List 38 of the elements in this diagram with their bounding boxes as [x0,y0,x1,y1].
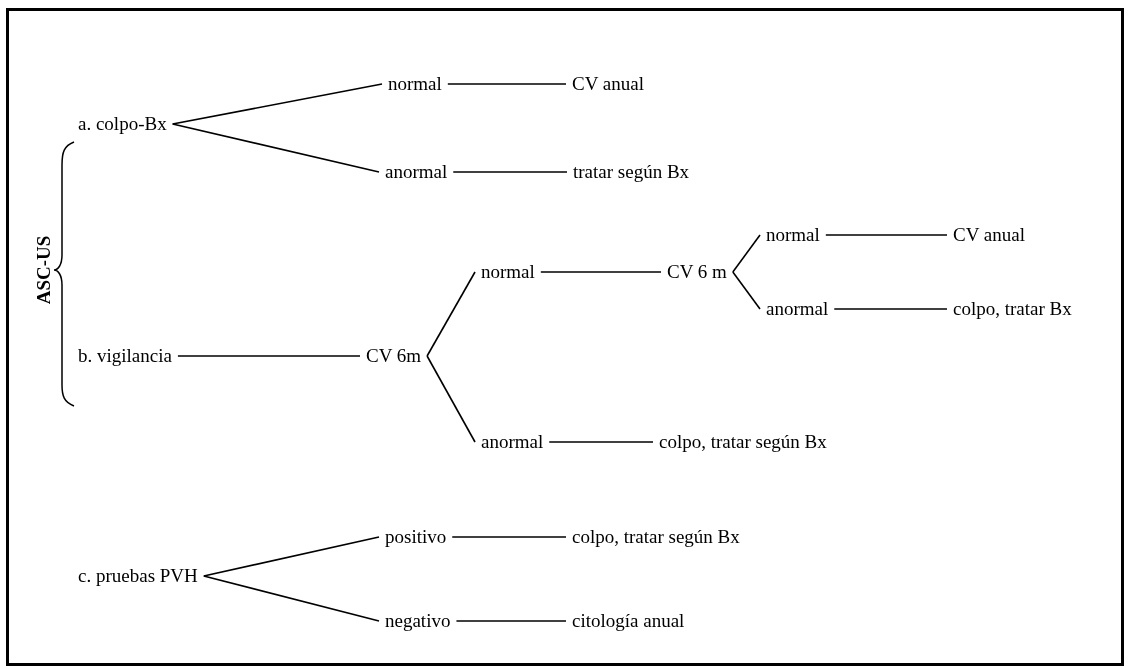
tree-label: a. colpo-Bx [72,112,173,136]
connector-line [203,536,380,577]
connector-line [732,271,761,310]
connector-line [171,83,383,125]
connector-line [426,355,476,443]
connector-line [447,83,567,85]
tree-label: colpo, tratar Bx [947,297,1078,321]
connector-line [548,441,654,443]
tree-label: normal [475,260,541,284]
tree-label: positivo [379,525,453,549]
connector-line [426,271,476,357]
connector-line [455,620,567,622]
connector-line [540,271,662,273]
connector-line [732,234,761,273]
tree-label: anormal [760,297,835,321]
tree-label: CV 6 m [661,260,733,284]
connector-line [452,171,568,173]
tree-label: negativo [379,609,457,633]
tree-label: normal [382,72,448,96]
tree-label: c. pruebas PVH [72,564,204,588]
connector-line [825,234,948,236]
category-label: ASC-US [32,235,55,305]
connector-line [203,575,380,622]
tree-label: colpo, tratar según Bx [653,430,833,454]
tree-label: CV anual [947,223,1031,247]
tree-label: anormal [475,430,550,454]
tree-label: tratar según Bx [567,160,696,184]
tree-label: normal [760,223,826,247]
tree-label: CV anual [566,72,650,96]
connector-line [833,308,948,310]
tree-label: anormal [379,160,454,184]
connector-line [451,536,567,538]
tree-label: citología anual [566,609,691,633]
connector-line [177,355,361,357]
tree-label: colpo, tratar según Bx [566,525,746,549]
tree-label: b. vigilancia [72,344,178,368]
connector-line [171,123,380,173]
tree-label: CV 6m [360,344,428,368]
